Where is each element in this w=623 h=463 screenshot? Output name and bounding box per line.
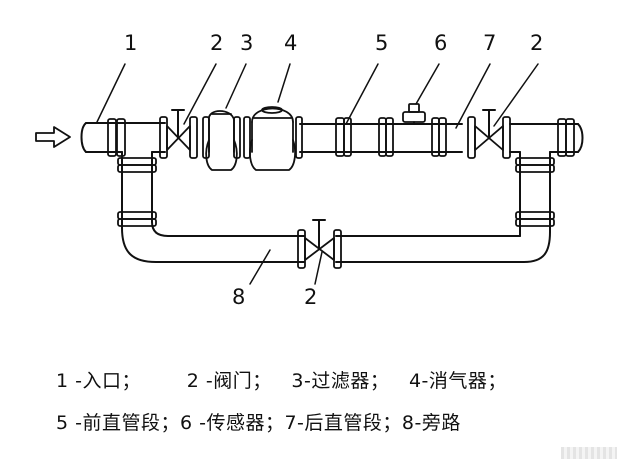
- valve-bypass-icon: [304, 219, 335, 261]
- callout-6: 6: [434, 31, 447, 55]
- leader-lines: [96, 63, 539, 285]
- sensor-icon: [402, 103, 426, 125]
- callout-numbers: 1 2 3 4 5 6 7 2 8 2: [124, 31, 543, 309]
- valve-outlet-icon: [474, 109, 504, 151]
- bypass-pipe: [121, 151, 551, 263]
- callout-7: 7: [483, 31, 496, 55]
- legend-bypass: 8-旁路: [401, 412, 461, 434]
- callout-2-inlet: 2: [210, 31, 223, 55]
- air-eliminator-icon: [249, 106, 296, 171]
- pipeline-diagram: 1 2 3 4 5 6 7 2 8 2: [35, 31, 584, 309]
- legend-row-1: 1 -入口； 2 -阀门； 3-过滤器； 4-消气器；: [56, 366, 507, 393]
- watermark: [561, 447, 617, 459]
- legend-inlet: 1 -入口；: [56, 370, 141, 392]
- callout-8: 8: [232, 285, 245, 309]
- inlet-arrow-icon: [35, 126, 71, 148]
- legend-air-eliminator: 4-消气器；: [408, 370, 507, 392]
- callout-3: 3: [240, 31, 253, 55]
- legend-filter: 3-过滤器；: [291, 370, 390, 392]
- main-pipe: [80, 122, 584, 153]
- legend-downstream-straight: 7-后直管段；: [284, 412, 402, 434]
- valve-inlet-icon: [166, 109, 191, 151]
- filter-icon: [205, 110, 238, 171]
- legend-sensor: 6 -传感器；: [179, 412, 285, 434]
- callout-4: 4: [284, 31, 297, 55]
- legend-row-2: 5 -前直管段；6 -传感器；7-后直管段；8-旁路: [56, 408, 461, 435]
- callout-2-bypass: 2: [304, 285, 317, 309]
- callout-1: 1: [124, 31, 137, 55]
- bypass-flanges: [117, 157, 555, 269]
- callout-5: 5: [375, 31, 388, 55]
- legend-upstream-straight: 5 -前直管段；: [56, 412, 180, 434]
- legend-valve: 2 -阀门；: [186, 370, 272, 392]
- callout-2-outlet: 2: [530, 31, 543, 55]
